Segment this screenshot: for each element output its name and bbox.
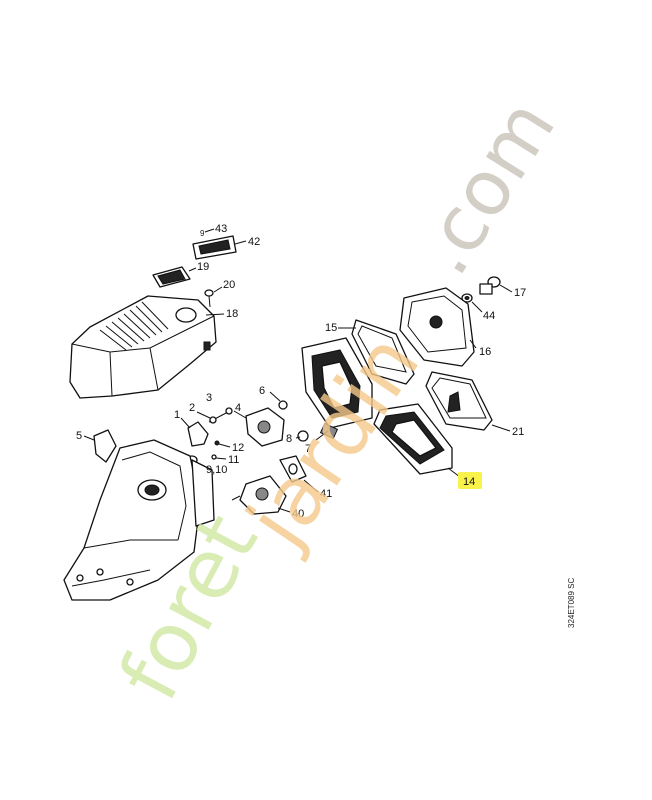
- part-housing: [63, 439, 215, 601]
- callout-labels: 9 43 42 19 20 18 17 44 15 16 2 3 4 6 1 5…: [76, 223, 576, 628]
- callout-4: 4: [235, 402, 241, 414]
- part-43-screw: [204, 228, 215, 233]
- part-40-carburetor: [231, 475, 291, 515]
- part-4-body: [233, 407, 285, 447]
- watermark: foret jardin .com: [102, 84, 572, 715]
- callout-11: 11: [228, 454, 239, 466]
- part-41-gasket: [279, 455, 319, 493]
- callout-6: 6: [259, 385, 265, 397]
- part-6-nut: [269, 391, 288, 410]
- part-11-pin: [211, 454, 227, 460]
- part-19-plate: [152, 266, 197, 288]
- part-2-screw: [196, 411, 217, 424]
- part-44-washer: [461, 293, 483, 313]
- callout-16: 16: [479, 346, 491, 358]
- callout-9-10: 9,10: [206, 464, 227, 476]
- part-15-filter-frame: [338, 319, 415, 385]
- callout-19: 19: [197, 261, 209, 273]
- callout-44: 44: [483, 310, 495, 322]
- callout-1: 1: [174, 409, 180, 421]
- part-17-screw: [479, 276, 513, 295]
- part-carrier-plate: [301, 337, 373, 429]
- callout-14-highlight: [458, 472, 482, 489]
- part-14-filter: [373, 403, 461, 478]
- cover-vents: [99, 301, 169, 351]
- callout-12: 12: [232, 442, 244, 454]
- callout-17: 17: [514, 287, 526, 299]
- callout-2: 2: [189, 402, 195, 414]
- callout-20: 20: [223, 279, 235, 291]
- callout-21: 21: [512, 426, 524, 438]
- part-8-sleeve: [295, 430, 309, 442]
- small-mark-9: 9: [200, 229, 205, 238]
- part-16-filter-cover: [399, 287, 477, 367]
- callout-42: 42: [248, 236, 260, 248]
- callout-3: 3: [206, 392, 212, 404]
- callout-43: 43: [215, 223, 227, 235]
- part-5-bracket: [83, 429, 117, 463]
- part-12-pin: [214, 440, 231, 448]
- part-20-screw: [204, 286, 223, 308]
- reference-code: 324ET089 SC: [567, 578, 576, 628]
- part-7-rod: [315, 422, 339, 441]
- callout-40: 40: [292, 508, 304, 520]
- callout-8: 8: [286, 433, 292, 445]
- callout-15: 15: [325, 322, 337, 334]
- callout-5: 5: [76, 430, 82, 442]
- callout-18: 18: [226, 308, 238, 320]
- part-21-filter: [425, 371, 511, 432]
- part-18-top-cover: [69, 295, 225, 399]
- callout-41: 41: [320, 488, 332, 500]
- watermark-part3: .com: [398, 84, 572, 289]
- callout-7: 7: [305, 443, 311, 455]
- callout-14: 14: [463, 476, 475, 488]
- part-1-elbow: [180, 417, 209, 447]
- part-42-plate: [192, 235, 247, 260]
